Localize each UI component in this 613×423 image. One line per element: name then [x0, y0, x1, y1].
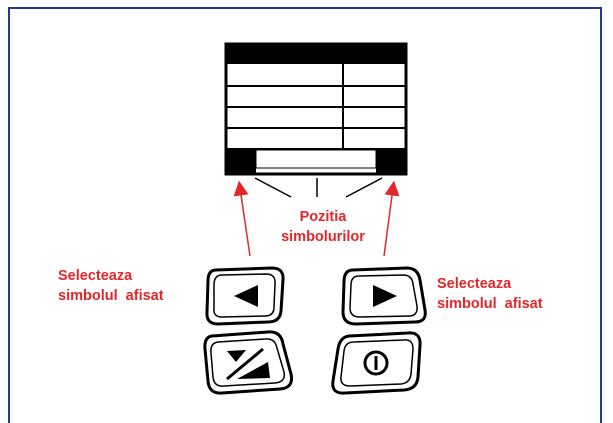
toggle-button[interactable]: [203, 330, 293, 395]
left-select-line1: Selecteaza: [58, 268, 133, 284]
arrow-left: [233, 180, 251, 257]
symbol-position-label: Pozitia simbolurilor: [248, 207, 398, 247]
power-icon: [363, 350, 389, 376]
right-arrow-icon: [373, 285, 397, 307]
red-arrows: [233, 180, 400, 257]
right-select-label: Selecteaza simbolul afisat: [437, 274, 577, 314]
display-symbol-left: [226, 150, 256, 174]
display-screen: [224, 42, 408, 176]
swap-icon: [226, 347, 270, 381]
figure-frame: [8, 7, 602, 423]
left-button[interactable]: [205, 266, 285, 326]
left-select-label: Selecteaza simbolul afisat: [58, 266, 186, 306]
arrow-right: [383, 180, 400, 257]
left-arrow-icon: [234, 285, 258, 307]
symbol-position-line1: Pozitia: [299, 209, 347, 225]
right-select-line2: simbolul afisat: [437, 296, 543, 312]
display-top-bar: [226, 44, 406, 64]
right-button[interactable]: [341, 266, 427, 326]
symbol-position-line2: simbolurilor: [281, 229, 365, 245]
left-select-line2: simbolul afisat: [58, 288, 164, 304]
right-select-line1: Selecteaza: [437, 276, 512, 292]
display-symbol-right: [376, 150, 406, 174]
pointer-lines: [254, 177, 383, 198]
power-button[interactable]: [331, 331, 422, 395]
